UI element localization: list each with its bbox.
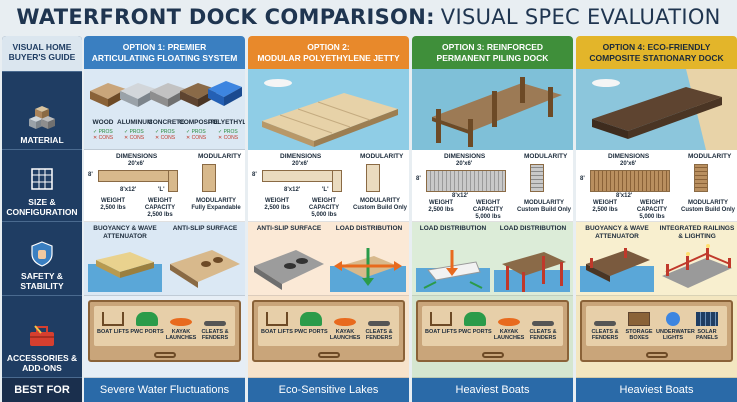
railings-lighting-illustration [662, 244, 732, 288]
anti-slip-illustration [254, 250, 324, 290]
title-bold: WATERFRONT DOCK COMPARISON: [16, 5, 435, 29]
jetty-illustration [248, 69, 409, 150]
dimension-diagram [262, 170, 342, 182]
option-4-safety: BUOYANCY & WAVE ATTENUATOR INTEGRATED RA… [576, 222, 737, 296]
dimension-diagram [98, 170, 178, 182]
best-for-label: BEST FOR [2, 378, 82, 402]
option-4-header: OPTION 4: ECO-FRIENDLY COMPOSITE STATION… [576, 36, 737, 69]
wave-attenuator-illustration [88, 252, 162, 292]
boat-load-illustration [416, 250, 490, 292]
cleat-icon [532, 321, 554, 326]
boat-lift-icon [102, 312, 124, 326]
shield-hand-icon [31, 241, 53, 267]
row-label-safety: SAFETY & STABILITY [2, 222, 82, 296]
boat-lift-icon [430, 312, 452, 326]
title-rest: VISUAL SPEC EVALUATION [440, 5, 721, 29]
pwc-icon [464, 312, 486, 326]
option-1-best-for: Severe Water Fluctuations [84, 378, 245, 402]
dimension-diagram [426, 170, 506, 192]
row-label-material: MATERIAL [2, 72, 82, 150]
option-2-best-for: Eco-Sensitive Lakes [248, 378, 409, 402]
option-1-material: WOOD ALUMINUM CONCRETE COMPOSITE POLYETH… [84, 69, 245, 150]
accessory-drawer: CLEATS & FENDERS STORAGE BOXES UNDERWATE… [580, 300, 733, 362]
option-1-safety: BUOYANCY & WAVE ATTENUATOR ANTI-SLIP SUR… [84, 222, 245, 296]
option-4-accessories: CLEATS & FENDERS STORAGE BOXES UNDERWATE… [576, 296, 737, 378]
piling-load-illustration [494, 252, 570, 292]
solar-panel-icon [696, 312, 718, 326]
boat-lift-icon [266, 312, 288, 326]
option-2-accessories: BOAT LIFTS PWC PORTS KAYAK LAUNCHES CLEA… [248, 296, 409, 378]
material-blocks-illustration [90, 81, 242, 107]
option-3-best-for: Heaviest Boats [412, 378, 573, 402]
option-3-header: OPTION 3: REINFORCED PERMANENT PILING DO… [412, 36, 573, 69]
row-label-size: SIZE & CONFIGURATION [2, 150, 82, 222]
option-4-size: DIMENSIONS MODULARITY 20'x6' 8' 8'x12' W… [576, 150, 737, 222]
cleat-icon [368, 321, 390, 326]
kayak-icon [170, 318, 192, 326]
load-distribution-illustration [330, 248, 406, 292]
option-1-header: OPTION 1: PREMIER ARTICULATING FLOATING … [84, 36, 245, 69]
row-labels-sidebar: VISUAL HOME BUYER'S GUIDE MATERIAL SIZE … [2, 36, 82, 402]
ruler-grid-icon [31, 168, 53, 190]
kayak-icon [498, 318, 520, 326]
page-title: WATERFRONT DOCK COMPARISON: VISUAL SPEC … [0, 0, 737, 34]
option-2-column: OPTION 2: MODULAR POLYETHYLENE JETTY DIM… [248, 36, 409, 402]
cleat-icon [204, 321, 226, 326]
option-4-best-for: Heaviest Boats [576, 378, 737, 402]
toolbox-icon [30, 325, 54, 346]
option-2-material [248, 69, 409, 150]
drawer-handle [318, 352, 340, 358]
accessory-drawer: BOAT LIFTS PWC PORTS KAYAK LAUNCHES CLEA… [88, 300, 241, 362]
pwc-icon [136, 312, 158, 326]
underwater-light-icon [666, 312, 680, 326]
option-1-size: DIMENSIONS MODULARITY 20'x6' 8' 8'x12' '… [84, 150, 245, 222]
anti-slip-illustration [170, 250, 240, 288]
drawer-handle [154, 352, 176, 358]
accessory-drawer: BOAT LIFTS PWC PORTS KAYAK LAUNCHES CLEA… [252, 300, 405, 362]
wave-attenuator-illustration [580, 248, 654, 292]
option-2-safety: ANTI-SLIP SURFACE LOAD DISTRIBUTION [248, 222, 409, 296]
drawer-handle [646, 352, 668, 358]
storage-box-icon [628, 312, 650, 326]
drawer-handle [482, 352, 504, 358]
option-2-size: DIMENSIONS MODULARITY 20'x6' 8' 8'x12' '… [248, 150, 409, 222]
pwc-icon [300, 312, 322, 326]
piling-dock-illustration [412, 69, 573, 150]
option-4-column: OPTION 4: ECO-FRIENDLY COMPOSITE STATION… [576, 36, 737, 402]
composite-dock-illustration [576, 69, 737, 150]
option-3-size: DIMENSIONS MODULARITY 20'x6' 8' 8'x12' W… [412, 150, 573, 222]
dimension-diagram [590, 170, 670, 192]
option-1-accessories: BOAT LIFTS PWC PORTS KAYAK LAUNCHES CLEA… [84, 296, 245, 378]
row-label-accessories: ACCESSORIES & ADD-ONS [2, 296, 82, 378]
option-2-header: OPTION 2: MODULAR POLYETHYLENE JETTY [248, 36, 409, 69]
option-4-material [576, 69, 737, 150]
option-3-column: OPTION 3: REINFORCED PERMANENT PILING DO… [412, 36, 573, 402]
cubes-icon [29, 106, 55, 129]
option-3-safety: LOAD DISTRIBUTION LOAD DISTRIBUTION [412, 222, 573, 296]
kayak-icon [334, 318, 356, 326]
cleat-icon [594, 321, 616, 326]
buyers-guide-label: VISUAL HOME BUYER'S GUIDE [2, 36, 82, 72]
option-3-accessories: BOAT LIFTS PWC PORTS KAYAK LAUNCHES CLEA… [412, 296, 573, 378]
accessory-drawer: BOAT LIFTS PWC PORTS KAYAK LAUNCHES CLEA… [416, 300, 569, 362]
option-3-material [412, 69, 573, 150]
option-1-column: OPTION 1: PREMIER ARTICULATING FLOATING … [84, 36, 245, 402]
